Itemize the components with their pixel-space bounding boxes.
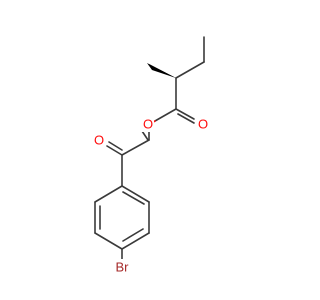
wedge-bond-methyl <box>149 64 176 78</box>
bond-ethyl-ch2 <box>175 61 205 79</box>
ring-bond-3 <box>121 232 150 250</box>
structure-diagram: O O O Br <box>92 36 210 275</box>
bond-carbonyl-single-o <box>154 108 177 122</box>
bond-ketone-double-a <box>106 145 123 156</box>
molecule-canvas: O O O Br <box>92 36 210 275</box>
bond-ketone-double-b <box>108 141 123 151</box>
bond-o-ch2 <box>141 130 149 141</box>
atom-o-ester: O <box>141 117 154 132</box>
bond-carbonyl-double-a <box>175 108 195 120</box>
ring-bond-6 <box>94 185 123 203</box>
atom-label-br: Br <box>116 260 130 275</box>
bond-carbonyl-double-b <box>177 113 195 124</box>
ring-inner-bond-2 <box>122 228 144 242</box>
ring-bond-4 <box>94 232 123 250</box>
ring-inner-bond-1 <box>122 191 145 205</box>
bond-ch2-ketone <box>121 139 150 156</box>
atom-label-o-ester: O <box>143 117 153 132</box>
atom-o-ester-carbonyl: O <box>197 116 210 132</box>
ring-bond-1 <box>121 185 150 203</box>
atom-label-o-carbonyl: O <box>198 117 208 132</box>
atom-label-o-ketone: O <box>94 133 104 148</box>
atom-br: Br <box>110 259 134 275</box>
wedge-bond-methyl-fill <box>147 63 176 78</box>
atom-o-ketone: O <box>92 132 105 148</box>
